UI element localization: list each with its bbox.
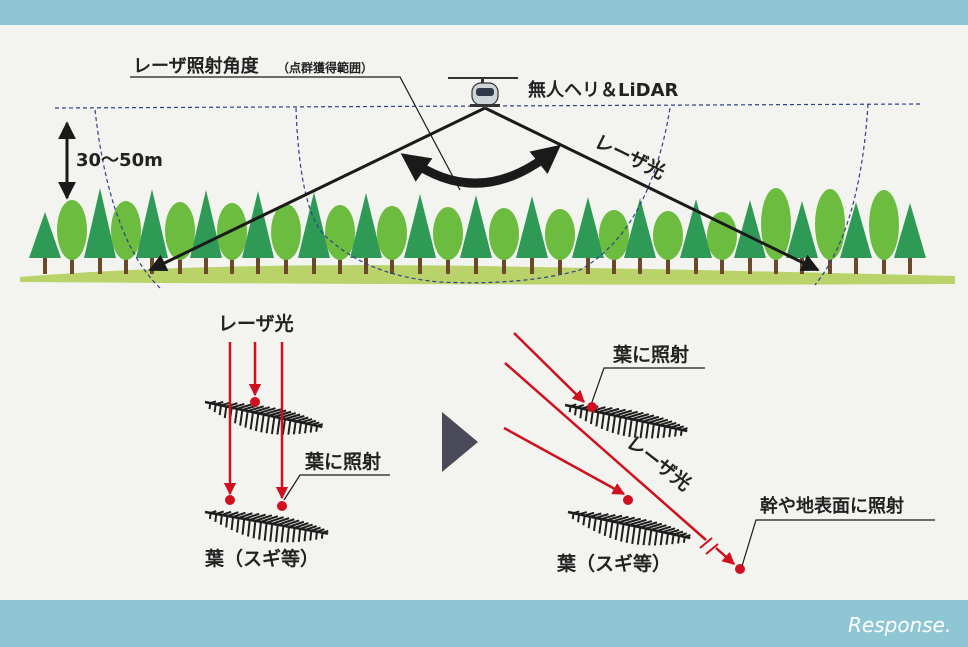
tree-icon [707, 212, 737, 274]
tree-icon [165, 202, 195, 274]
tree-icon [815, 189, 845, 274]
leaf-upper-left [204, 400, 324, 435]
tree-icon [242, 191, 274, 274]
tree-icon [271, 204, 301, 274]
hit-point [623, 495, 633, 505]
tree-icon [460, 195, 492, 274]
tree-icon [734, 200, 766, 274]
tree-icon [761, 188, 791, 274]
hit-point [225, 495, 235, 505]
ground-hit-label: 幹や地表面に照射 [760, 495, 904, 517]
tree-icon [377, 206, 407, 274]
break-marks [699, 537, 719, 555]
angle-arrow [400, 144, 561, 188]
tree-icon [869, 190, 899, 274]
hit-point [587, 402, 597, 412]
laser-angle-sublabel: （点群獲得範囲） [277, 60, 373, 75]
ground-hit-leader [741, 519, 935, 567]
angle-label-leader [130, 76, 461, 191]
leaf-caption-right: 葉（スギ等） [556, 552, 671, 575]
tree-icon [29, 212, 61, 274]
tree-icon [599, 210, 629, 274]
laser-light-label-left: レーザ光 [218, 312, 294, 335]
tree-icon [111, 201, 141, 274]
ground-strip [20, 265, 955, 285]
leaf-hit-leader-right [591, 367, 705, 403]
drone-helicopter-icon [448, 77, 518, 107]
tree-icon [624, 198, 656, 274]
hit-point [277, 501, 287, 511]
height-label: 30〜50m [76, 150, 163, 171]
tree-icon [298, 192, 330, 274]
tree-icon [57, 200, 87, 274]
forest [29, 188, 926, 274]
leaf-hit-leader-left [283, 474, 390, 501]
tree-icon [572, 197, 604, 274]
tree-icon [545, 209, 575, 274]
watermark: Response. [848, 613, 951, 637]
leaf-lower-right [567, 510, 691, 546]
laser-beam-right [484, 106, 820, 272]
tree-icon [680, 199, 712, 274]
tree-icon [433, 207, 463, 274]
leaf-lower-left [204, 510, 329, 543]
next-step-triangle-icon [442, 412, 478, 472]
hit-point [250, 397, 260, 407]
tree-icon [894, 203, 926, 274]
tree-icon [516, 196, 548, 274]
leaf-hit-label-right: 葉に照射 [612, 343, 689, 366]
tree-icon [404, 194, 436, 274]
tree-icon [489, 208, 519, 274]
leaf-upper-right [564, 403, 688, 439]
tree-icon [325, 205, 355, 274]
tree-icon [190, 190, 222, 274]
scan-range-dashed-lines [54, 103, 921, 289]
tree-icon [840, 202, 872, 274]
laser-beam-left [148, 106, 486, 272]
oblique-laser-rays [503, 332, 735, 565]
tree-icon [653, 211, 683, 274]
vertical-laser-rays [223, 342, 289, 500]
board-background [0, 25, 968, 600]
leaf-caption-left: 葉（スギ等） [204, 547, 319, 570]
laser-angle-label: レーザ照射角度 [133, 55, 260, 77]
tree-icon [84, 188, 116, 274]
leaf-hit-label-left: 葉に照射 [304, 450, 381, 473]
drone-label: 無人ヘリ＆LiDAR [528, 79, 679, 101]
hit-point [735, 564, 745, 574]
